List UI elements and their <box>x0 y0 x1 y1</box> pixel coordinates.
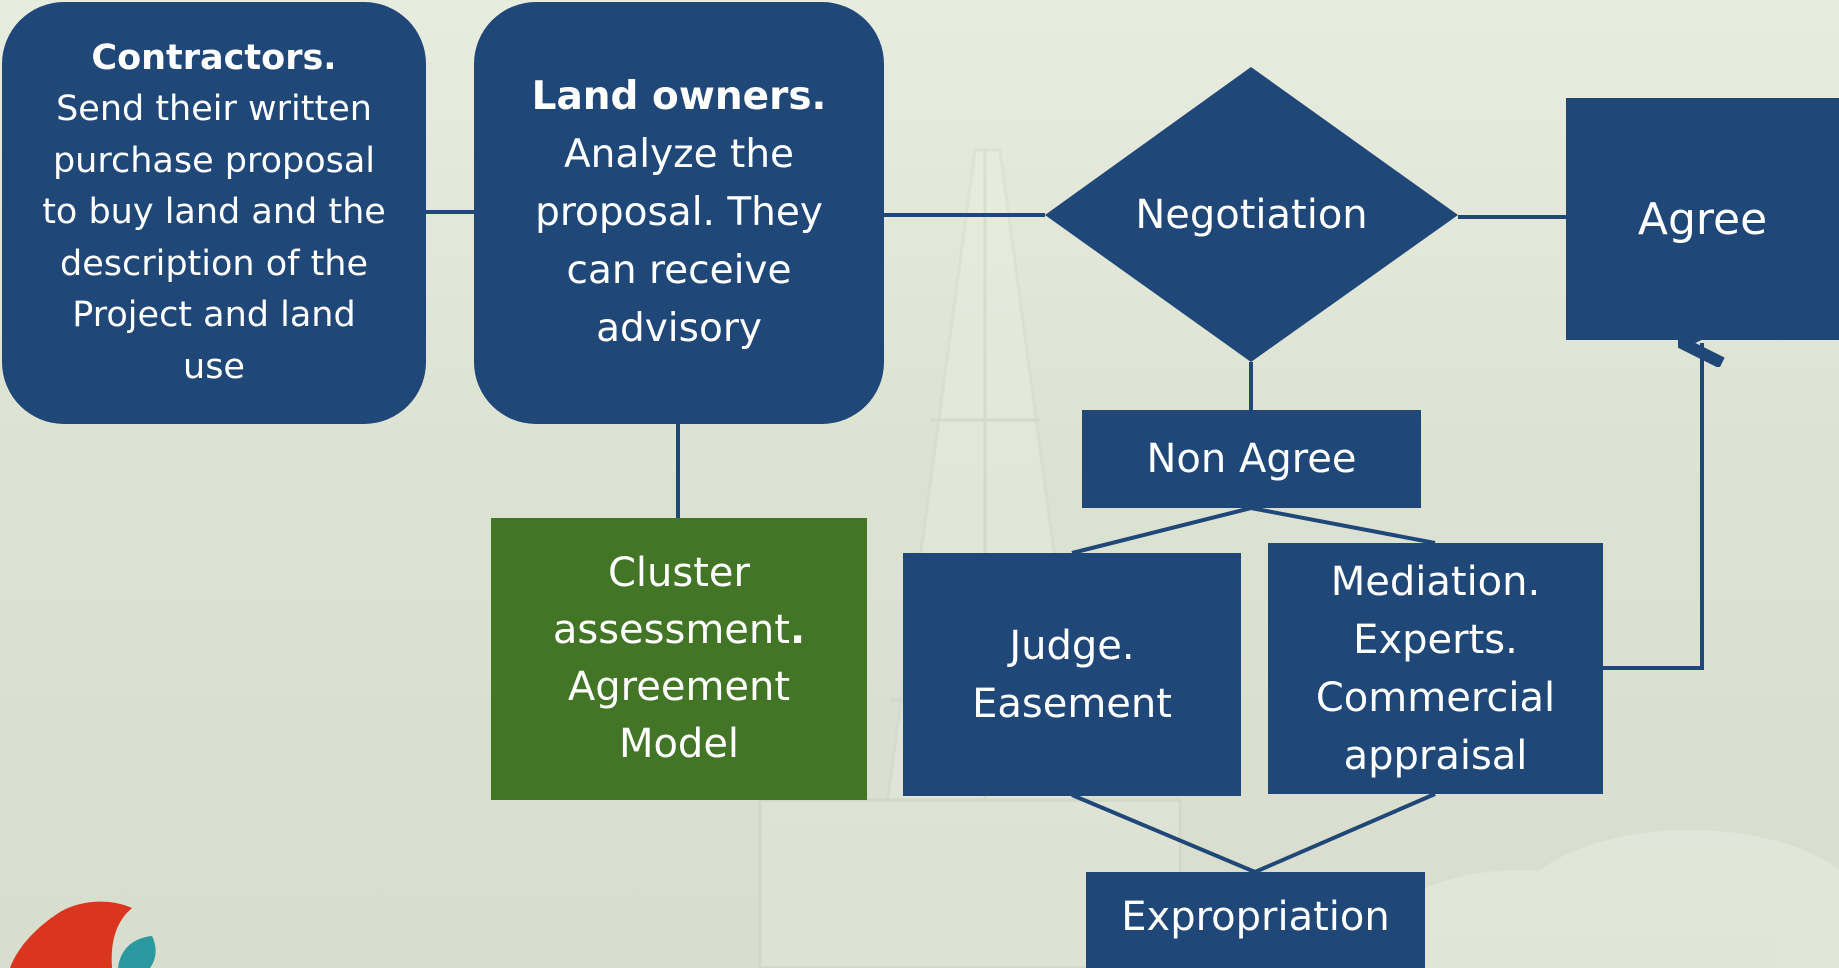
contractors-box: Contractors. Send their written purchase… <box>2 2 426 424</box>
cluster-text: Cluster assessment <box>552 550 790 653</box>
landowners-title: Land owners. <box>531 74 827 119</box>
non-agree-label: Non Agree <box>1146 436 1357 482</box>
connector-nonagree-mediation <box>1250 506 1436 545</box>
agree-label: Agree <box>1637 193 1768 245</box>
contractors-text: Send their written purchase proposal to … <box>42 89 386 387</box>
landowners-box: Land owners. Analyze the proposal. They c… <box>474 2 884 424</box>
connector-judge-expropriation <box>1071 793 1256 874</box>
company-logo-icon <box>10 901 156 968</box>
landowners-text: Analyze the proposal. They can receive a… <box>535 132 823 351</box>
judge-label: Judge. Easement <box>972 622 1172 727</box>
negotiation-label-wrap: Negotiation <box>1043 66 1460 364</box>
connector-mediation-expropriation <box>1254 792 1436 874</box>
expropriation-box: Expropriation <box>1086 872 1425 968</box>
cluster-period: . <box>789 607 806 653</box>
mediation-label: Mediation. Experts. Commercial appraisal <box>1315 558 1556 779</box>
connector-mediation-agree-arrow <box>1603 343 1702 670</box>
agree-box: Agree <box>1566 98 1839 340</box>
negotiation-diamond <box>1045 67 1458 362</box>
mediation-box: Mediation. Experts. Commercial appraisal <box>1268 543 1603 794</box>
connector-nonagree-judge <box>1071 506 1252 555</box>
non-agree-box: Non Agree <box>1082 410 1421 508</box>
cluster-text-2: Agreement Model <box>567 664 791 767</box>
expropriation-label: Expropriation <box>1121 894 1390 940</box>
cluster-assessment-box: Cluster assessment. Agreement Model <box>491 518 867 800</box>
contractors-title: Contractors. <box>91 37 337 78</box>
negotiation-label: Negotiation <box>1135 192 1368 238</box>
judge-easement-box: Judge. Easement <box>903 553 1241 796</box>
